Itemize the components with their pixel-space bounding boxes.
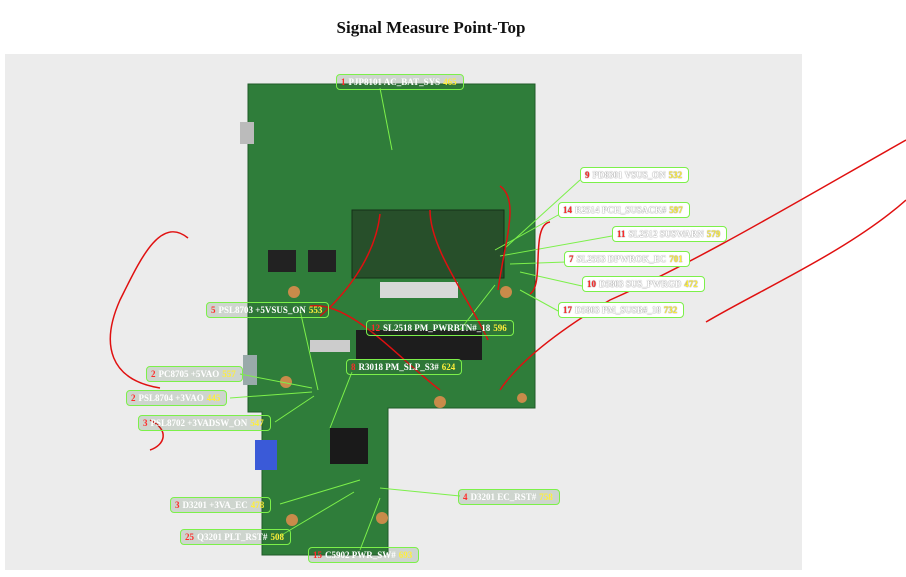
ram-label-sticker (380, 282, 458, 298)
screw-hole (286, 514, 298, 526)
ec-chip (330, 428, 368, 464)
connector-vga (255, 440, 277, 470)
soc-chip (308, 250, 336, 272)
leader-lines (229, 87, 613, 551)
connector-hdmi (243, 355, 257, 385)
screw-hole (288, 286, 300, 298)
screw-hole (517, 393, 527, 403)
ram-slot (351, 209, 505, 279)
screw-hole (376, 512, 388, 524)
motherboard-pcb (247, 83, 536, 556)
screw-hole (500, 286, 512, 298)
soc-chip (268, 250, 296, 272)
screw-hole (434, 396, 446, 408)
page-title: Signal Measure Point-Top (336, 18, 526, 37)
connector-sata (310, 340, 350, 352)
screw-hole (280, 376, 292, 388)
connector-usb (240, 122, 254, 144)
